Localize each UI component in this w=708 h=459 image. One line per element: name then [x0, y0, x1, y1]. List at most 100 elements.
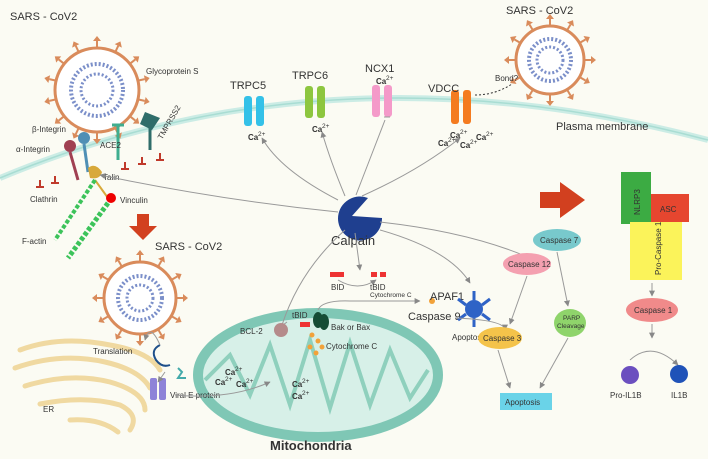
ace2-label: ACE2 [100, 141, 121, 150]
viral-e-protein-label: Viral E protein [170, 391, 220, 400]
glycoprotein-label: Glycoprotein S [146, 67, 198, 76]
virus-spike [98, 273, 110, 281]
f-actin [65, 201, 111, 260]
svg-text:2+: 2+ [235, 366, 243, 373]
plasma-membrane-label: Plasma membrane [556, 121, 648, 133]
virus-spike [170, 273, 182, 281]
bid-label: BID [331, 283, 345, 292]
svg-text:Ca: Ca [215, 378, 226, 387]
il1b-label: IL1B [671, 391, 687, 400]
apoptosis-label: Apoptosis [505, 398, 540, 407]
trpc5-channel [244, 96, 264, 126]
svg-text:Ca: Ca [450, 131, 461, 140]
trpc5-label: TRPC5 [230, 80, 266, 92]
virus-label-middle: SARS - CoV2 [155, 241, 222, 253]
virus-spike [510, 76, 522, 84]
translation-label: Translation [93, 347, 132, 356]
svg-text:Ca: Ca [236, 380, 247, 389]
pro-caspase1-label: Pro-Caspase 1 [654, 221, 663, 275]
alpha-integrin [64, 140, 80, 181]
virus-spike [115, 328, 123, 340]
parp-cleavage-node [554, 309, 586, 337]
calpain-enzyme [338, 196, 383, 241]
tbid-label-2: tBID [370, 283, 386, 292]
svg-text:Ca: Ca [292, 392, 303, 401]
calpain-label: Calpain [331, 233, 375, 248]
virus-spike [170, 315, 182, 323]
alpha-integrin-label: α-Integrin [16, 145, 50, 154]
trpc6-channel [305, 86, 325, 118]
virus-top-right [504, 14, 596, 106]
virus-spike [54, 56, 65, 65]
svg-text:2+: 2+ [258, 131, 266, 138]
apaf1-label: APAF1 [430, 291, 464, 303]
mitochondria-label: Mitochondria [270, 438, 352, 453]
virus-spike [54, 115, 65, 124]
asc-box [651, 194, 689, 222]
bond-label: Bond? [495, 74, 519, 83]
virus-spike [129, 56, 140, 65]
virus-top-left [44, 36, 150, 144]
svg-text:Ca: Ca [292, 380, 303, 389]
caspase12-label: Caspase 12 [508, 260, 551, 269]
tmprss2-protein [140, 112, 160, 150]
virus-spike [510, 36, 522, 44]
pro-il1b-node [621, 366, 639, 384]
svg-text:2+: 2+ [386, 75, 394, 82]
trpc6-label: TRPC6 [292, 70, 328, 82]
cytochrome-c-outer-label: Cytochrome C [370, 292, 412, 299]
nlrp3-label: NLRP3 [633, 189, 642, 215]
red-arrow-right [540, 182, 585, 218]
svg-text:2+: 2+ [246, 378, 254, 385]
svg-text:2+: 2+ [225, 376, 233, 383]
virus-spike [546, 14, 554, 26]
pro-caspase1-box [630, 222, 682, 280]
virus-spike [92, 294, 104, 302]
virus-spike [578, 36, 590, 44]
virus-spike [44, 97, 57, 105]
virus-spike [136, 250, 144, 262]
clathrin-label: Clathrin [30, 195, 58, 204]
virus-spike [129, 115, 140, 124]
cytochrome-c-dots [307, 332, 325, 356]
virus-middle [92, 250, 188, 346]
caspase1-label: Caspase 1 [634, 306, 673, 315]
caspase9-label: Caspase 9 [408, 311, 461, 323]
virus-spike [137, 75, 150, 83]
svg-text:2+: 2+ [470, 139, 478, 146]
svg-text:Ca: Ca [376, 77, 387, 86]
caspase7-node [533, 229, 581, 251]
virus-spike [93, 132, 101, 144]
ncx1-channel [372, 85, 392, 117]
svg-text:2+: 2+ [322, 123, 330, 130]
svg-text:Ca: Ca [225, 368, 236, 377]
virus-spike [72, 41, 80, 53]
virus-label-top-left: SARS - CoV2 [10, 11, 77, 23]
virus-spike [578, 76, 590, 84]
caspase3-label: Caspase 3 [483, 334, 522, 343]
caspase-arrows [497, 251, 570, 389]
viral-e-protein [150, 378, 166, 400]
beta-integrin-label: β-Integrin [32, 125, 66, 134]
vdcc-channel [451, 90, 471, 124]
nlrp3-box [621, 172, 651, 224]
caspase7-label: Caspase 7 [540, 236, 579, 245]
bid-group [330, 272, 386, 287]
virus-spike [526, 88, 534, 100]
virus-spike [137, 97, 150, 105]
svg-text:Ca: Ca [438, 139, 449, 148]
virus-label-top-right: SARS - CoV2 [506, 5, 573, 17]
virus-spike [44, 75, 57, 83]
svg-text:Ca: Ca [248, 133, 259, 142]
virus-spike [157, 256, 165, 268]
caspase3-node [478, 327, 522, 349]
apoptosis-box [500, 393, 552, 410]
apoptosome-label: Apoptosome [452, 333, 497, 342]
il1b-node [670, 365, 688, 383]
caspase12-node [503, 253, 551, 275]
svg-text:2+: 2+ [486, 131, 494, 138]
clathrin-markers [36, 153, 164, 188]
svg-text:Ca: Ca [312, 125, 323, 134]
vinculin [106, 193, 116, 203]
